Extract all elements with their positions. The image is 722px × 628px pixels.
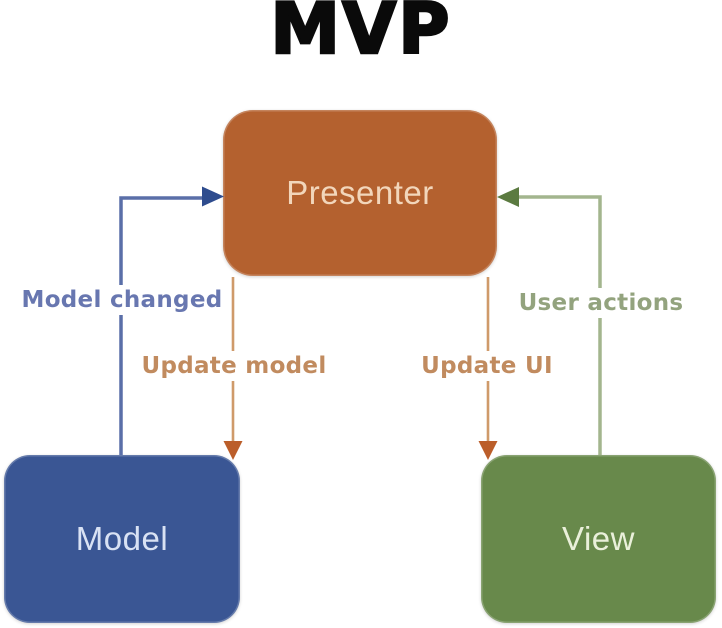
edge-label-model-changed: Model changed: [16, 285, 228, 315]
user-actions-line: [518, 195, 602, 455]
node-presenter: Presenter: [223, 110, 497, 276]
user-actions-arrowhead-icon: [497, 187, 519, 207]
model-changed-line: [119, 196, 204, 455]
arrow-model-changed: [119, 186, 224, 455]
view-label: View: [562, 520, 635, 557]
edge-label-user-actions: User actions: [513, 288, 689, 318]
node-model: Model: [4, 455, 240, 623]
arrow-user-actions: [497, 187, 602, 455]
diagram-title: MVP: [269, 0, 452, 70]
model-changed-arrowhead-icon: [202, 186, 224, 207]
presenter-label: Presenter: [286, 174, 434, 211]
model-label: Model: [75, 520, 169, 557]
edge-label-update-ui: Update UI: [416, 351, 558, 381]
edge-label-update-model: Update model: [136, 351, 332, 381]
node-view: View: [481, 455, 716, 623]
